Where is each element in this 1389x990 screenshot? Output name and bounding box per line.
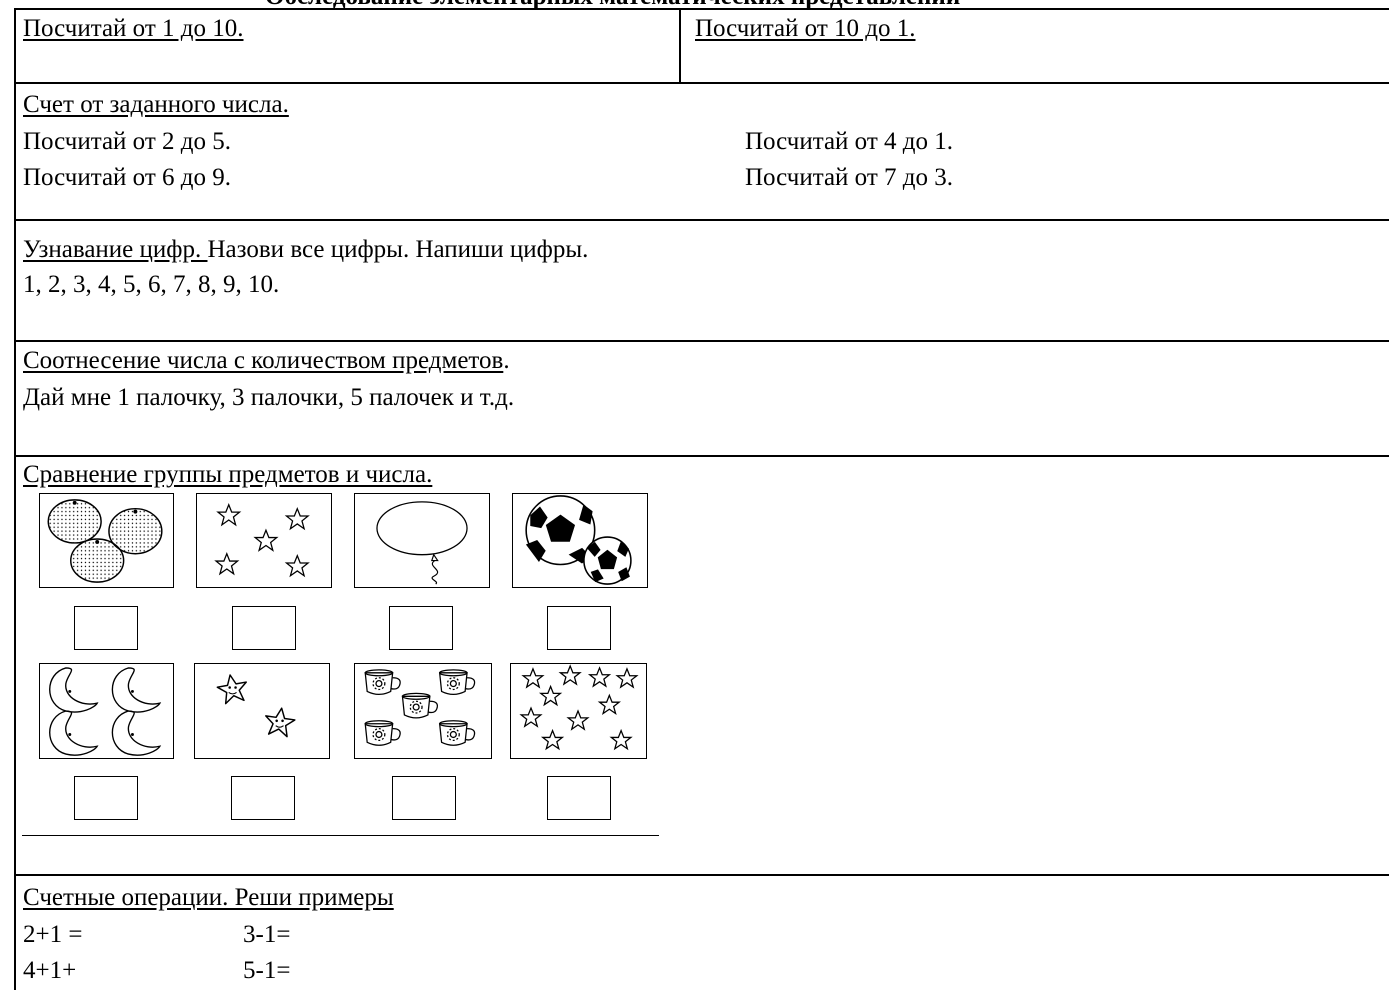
section-heading: Узнавание цифр. (23, 236, 208, 263)
answer-box[interactable] (74, 776, 138, 820)
picture-card-ten-stars (510, 663, 647, 759)
row-divider (14, 82, 1389, 84)
answer-box[interactable] (231, 776, 295, 820)
row-divider (14, 219, 1389, 221)
write-line (22, 835, 659, 836)
example-text: 5-1= (243, 957, 291, 984)
balloon-icon (376, 501, 468, 585)
answer-box[interactable] (547, 606, 611, 650)
answer-box[interactable] (74, 606, 138, 650)
task-text: Назови все цифры. Напиши цифры. (207, 236, 589, 263)
picture-card-cups (354, 663, 492, 759)
row-divider (14, 874, 1389, 876)
crescent-moon-icon (49, 667, 161, 756)
table-border-left (14, 8, 16, 990)
answer-box[interactable] (392, 776, 456, 820)
star-icon (520, 665, 638, 750)
picture-card-oranges (39, 493, 174, 588)
table-column-divider (679, 8, 681, 82)
picture-card-moons (39, 663, 174, 759)
matching-heading-line: Соотнесение числа с количеством предмето… (23, 346, 510, 376)
answer-box[interactable] (547, 776, 611, 820)
row-divider (14, 340, 1389, 342)
count-10-to-1-label: Посчитай от 10 до 1. (695, 15, 916, 42)
task-text: Посчитай от 4 до 1. (745, 128, 953, 155)
picture-card-stars (196, 493, 332, 588)
smiling-star-icon (214, 671, 297, 739)
section-heading: Счетные операции. Реши примеры (23, 884, 394, 911)
row-divider (14, 455, 1389, 457)
table-border-top (14, 8, 1389, 10)
task-text: Посчитай от 2 до 5. (23, 128, 231, 155)
example-text: 4+1+ (23, 957, 77, 984)
count-1-to-10-label: Посчитай от 1 до 10. (23, 15, 244, 42)
section-heading: Счет от заданного числа. (23, 91, 289, 118)
page-title: Обследование элементарных математических… (265, 0, 960, 12)
example-text: 2+1 = (23, 921, 83, 948)
task-text: Посчитай от 6 до 9. (23, 164, 231, 191)
picture-card-smiling-stars (194, 663, 330, 759)
star-icon (215, 504, 309, 577)
digits-list: 1, 2, 3, 4, 5, 6, 7, 8, 9, 10. (23, 271, 280, 298)
heading-period: . (503, 347, 510, 374)
picture-card-balloon (354, 493, 490, 588)
digit-recognition-line: Узнавание цифр. Назови все цифры. Напиши… (23, 235, 588, 265)
task-text: Дай мне 1 палочку, 3 палочки, 5 палочек … (23, 384, 515, 411)
answer-box[interactable] (232, 606, 296, 650)
section-heading: Соотнесение числа с количеством предмето… (23, 347, 504, 374)
soccer-ball-icon (525, 495, 632, 585)
cup-icon (364, 669, 476, 746)
section-heading: Сравнение группы предметов и числа. (23, 461, 433, 488)
answer-box[interactable] (389, 606, 453, 650)
example-text: 3-1= (243, 921, 291, 948)
task-text: Посчитай от 7 до 3. (745, 164, 953, 191)
orange-icon (47, 499, 163, 583)
picture-card-soccer-balls (512, 493, 648, 588)
